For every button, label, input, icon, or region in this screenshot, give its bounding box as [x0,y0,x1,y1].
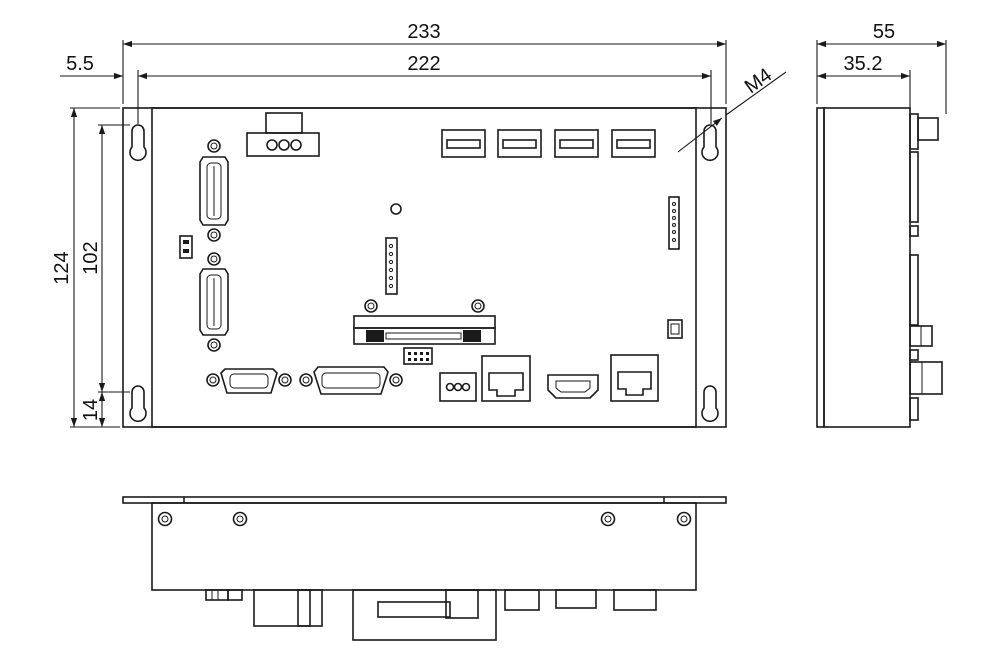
side-housing-body [823,107,911,428]
dim-label-233: 233 [407,21,440,43]
connector-small-right [667,319,683,339]
keyhole-slot-top-left [129,124,147,162]
keyhole-slot-bottom-left [129,385,147,423]
keyhole-slot-bottom-right [701,385,719,423]
bottom-view [122,496,727,641]
side-mounting-flange [816,107,825,428]
front-view [122,107,727,428]
power-terminal-block [246,112,320,157]
terminal-3pin [439,372,477,402]
ethernet-port-1 [481,355,531,402]
usb-port-3 [554,129,599,158]
bottom-mounting-plate [122,496,727,504]
usb-port-4 [611,129,656,158]
db-connector-vertical-lower [199,252,229,352]
dim-label-55: 55 [873,21,895,43]
dim-label-102: 102 [80,241,102,274]
ethernet-port-2 [610,354,659,402]
usb-port-2 [497,129,542,158]
pin-header-right [668,196,680,250]
dim-label-5-5: 5.5 [66,53,94,75]
pin-header-center [385,237,398,295]
dim-label-222: 222 [407,53,440,75]
dimension-lines [60,40,947,428]
dim-label-124: 124 [51,251,73,284]
vga-connector [206,368,292,394]
dim-label-m4: M4 [741,64,776,98]
card-slot [353,299,496,345]
db-connector-vertical-upper [199,139,229,242]
indicator-hole [390,203,402,215]
keyhole-slot-top-right [701,124,719,162]
mounting-plate [122,107,727,428]
hdmi-port [547,374,599,399]
dimension-labels: 233 222 5.5 124 102 14 M4 55 35.2 [51,21,895,421]
dim-label-14: 14 [80,399,102,421]
db25-connector-horizontal [299,366,403,395]
usb-port-1 [441,129,486,158]
housing-body [151,107,697,428]
dim-label-35-2: 35.2 [844,53,883,75]
header-2x4 [403,347,433,365]
side-view [816,107,943,428]
header-2pin-left [179,235,193,259]
